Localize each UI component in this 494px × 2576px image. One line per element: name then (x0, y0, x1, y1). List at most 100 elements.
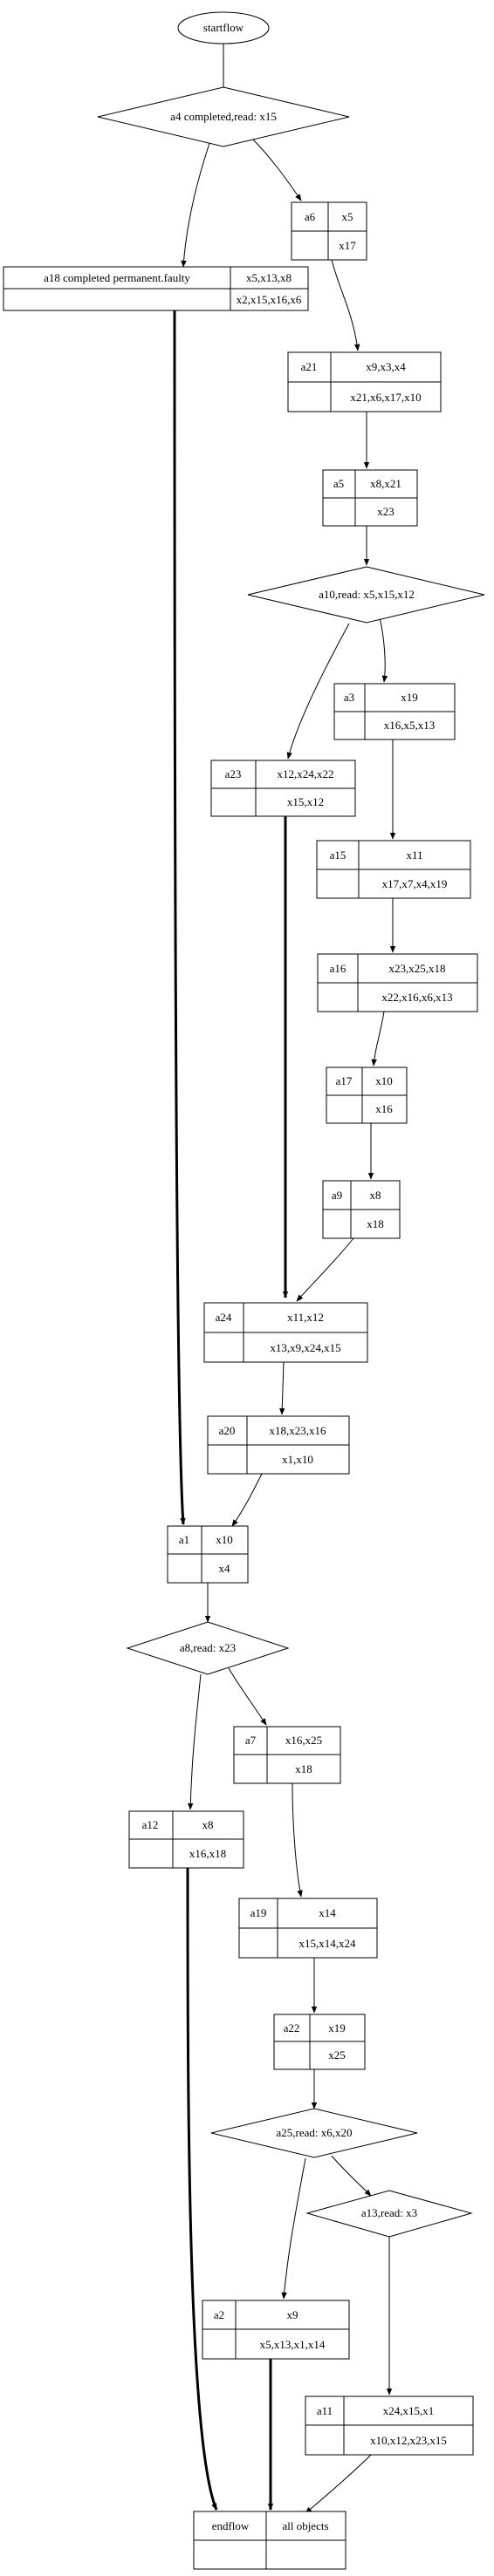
task-a2-id: a2 (214, 2308, 224, 2321)
task-a9-out: x18 (367, 1217, 384, 1230)
edge-a24-to-a20 (279, 1361, 285, 1415)
task-a5: a5 x8,x21 x23 (322, 469, 418, 527)
edge-a12-to-end (186, 1867, 218, 2511)
task-a1-id: a1 (179, 1533, 189, 1546)
task-a3-id: a3 (344, 691, 354, 704)
task-a17-out: x16 (375, 1102, 393, 1115)
task-a11-in: x24,x15,x1 (383, 2404, 435, 2417)
task-a7-in: x16,x25 (285, 1734, 322, 1747)
task-a18: a18 completed permanent.faulty x5,x13,x8… (3, 266, 309, 311)
edge-a10-to-a3 (379, 617, 388, 683)
task-a17: a17 x10 x16 (326, 1067, 408, 1124)
task-a21-id: a21 (301, 360, 318, 373)
task-a1: a1 x10 x4 (167, 1525, 249, 1584)
task-a6: a6 x5 x17 (291, 201, 367, 261)
task-a5-out: x23 (377, 505, 395, 518)
task-a1-out: x4 (219, 1562, 231, 1575)
task-a11-id: a11 (317, 2404, 333, 2417)
task-a24: a24 x11,x12 x13,x9,x24,x15 (203, 1302, 368, 1363)
task-a21-out: x21,x6,x17,x10 (350, 391, 421, 404)
edge-a18-to-a1 (173, 293, 186, 1525)
task-a22-id: a22 (284, 2021, 300, 2034)
task-a18-in: x5,x13,x8 (246, 271, 292, 284)
task-a5-id: a5 (333, 477, 344, 490)
task-a23: a23 x12,x24,x22 x15,x12 (210, 760, 356, 817)
task-a2: a2 x9 x5,x13,x1,x14 (202, 2300, 350, 2360)
edge-a7-to-a19 (292, 1782, 303, 1898)
task-a3: a3 x19 x16,x5,x13 (333, 683, 456, 740)
edge-a9-to-a24 (296, 1237, 354, 1302)
decision-a25-label: a25,read: x6,x20 (276, 2126, 352, 2139)
task-a15-out: x17,x7,x4,x19 (382, 877, 448, 890)
task-a12-id: a12 (142, 1818, 159, 1831)
edge-a4-to-a18 (181, 134, 213, 268)
task-a19: a19 x14 x15,x14,x24 (238, 1898, 378, 1959)
task-a19-in: x14 (319, 1906, 336, 1919)
task-a15: a15 x11 x17,x7,x4,x19 (316, 840, 471, 899)
edge-a4-to-a6 (250, 137, 302, 201)
task-a6-in: x5 (342, 210, 353, 223)
task-a12-out: x16,x18 (189, 1847, 226, 1860)
task-a16-id: a16 (330, 962, 346, 975)
edge-a10-to-a23 (286, 623, 350, 760)
task-a2-in: x9 (287, 2308, 298, 2321)
task-a24-out: x13,x9,x24,x15 (270, 1341, 340, 1354)
task-a6-id: a6 (305, 210, 316, 223)
decision-a13: a13,read: x3 (305, 2190, 473, 2238)
edge-a25-to-a13 (331, 2155, 372, 2197)
task-a16-out: x22,x16,x6,x13 (381, 991, 452, 1004)
edge-a8-to-a7 (228, 1667, 267, 1726)
task-a1-in: x10 (216, 1533, 233, 1546)
task-a17-in: x10 (375, 1074, 393, 1087)
task-a19-id: a19 (250, 1906, 267, 1919)
task-a21: a21 x9,x3,x4 x21,x6,x17,x10 (287, 351, 442, 412)
task-a7-out: x18 (295, 1762, 312, 1775)
edge-a8-to-a12 (188, 1673, 202, 1810)
task-a16: a16 x23,x25,x18 x22,x16,x6,x13 (317, 953, 478, 1012)
edge-a6-to-a21 (331, 259, 360, 351)
task-a5-in: x8,x21 (370, 477, 401, 490)
edge-a16-to-a17 (371, 1011, 385, 1067)
decision-a10: a10,read: x5,x15,x12 (247, 566, 485, 624)
task-a22-out: x25 (328, 2048, 346, 2061)
task-a24-in: x11,x12 (287, 1311, 324, 1324)
decision-a13-label: a13,read: x3 (361, 2206, 417, 2219)
task-a9-in: x8 (370, 1189, 381, 1202)
task-a20-out: x1,x10 (282, 1453, 313, 1466)
task-a20-id: a20 (219, 1424, 236, 1437)
decision-a10-label: a10,read: x5,x15,x12 (319, 588, 415, 601)
task-a22-in: x19 (328, 2021, 346, 2034)
task-a15-in: x11 (406, 848, 422, 862)
task-a3-out: x16,x5,x13 (384, 719, 436, 732)
task-a24-id: a24 (216, 1311, 232, 1324)
task-a22: a22 x19 x25 (273, 2014, 366, 2070)
decision-a8-label: a8,read: x23 (180, 1641, 236, 1654)
end-node: endflow all objects (193, 2511, 346, 2570)
task-a20: a20 x18,x23,x16 x1,x10 (207, 1415, 350, 1475)
task-a11: a11 x24,x15,x1 x10,x12,x23,x15 (305, 2395, 474, 2456)
edge-a25-to-a2 (281, 2157, 306, 2300)
edge-a11-to-end (305, 2454, 372, 2514)
end-label: endflow (212, 2519, 250, 2532)
task-a23-id: a23 (225, 767, 242, 780)
task-a3-in: x19 (401, 691, 418, 704)
task-a6-out: x17 (339, 239, 356, 252)
task-a23-out: x15,x12 (287, 795, 324, 808)
task-a7: a7 x16,x25 x18 (233, 1726, 341, 1784)
task-a12-in: x8 (202, 1818, 214, 1831)
decision-a25: a25,read: x6,x20 (210, 2108, 418, 2158)
task-a18-out: x2,x15,x16,x6 (237, 293, 302, 306)
edges (173, 44, 396, 2514)
task-a17-id: a17 (336, 1074, 353, 1087)
start-label: startflow (203, 21, 244, 34)
task-a20-in: x18,x23,x16 (270, 1424, 327, 1437)
task-a12: a12 x8 x16,x18 (128, 1810, 244, 1869)
decision-a4-label: a4 completed,read: x15 (170, 110, 277, 123)
task-a19-out: x15,x14,x24 (299, 1937, 357, 1950)
task-a21-in: x9,x3,x4 (366, 360, 406, 373)
task-a11-out: x10,x12,x23,x15 (370, 2434, 447, 2447)
task-a16-in: x23,x25,x18 (389, 962, 446, 975)
task-a9: a9 x8 x18 (322, 1180, 401, 1239)
task-a15-id: a15 (330, 848, 346, 862)
